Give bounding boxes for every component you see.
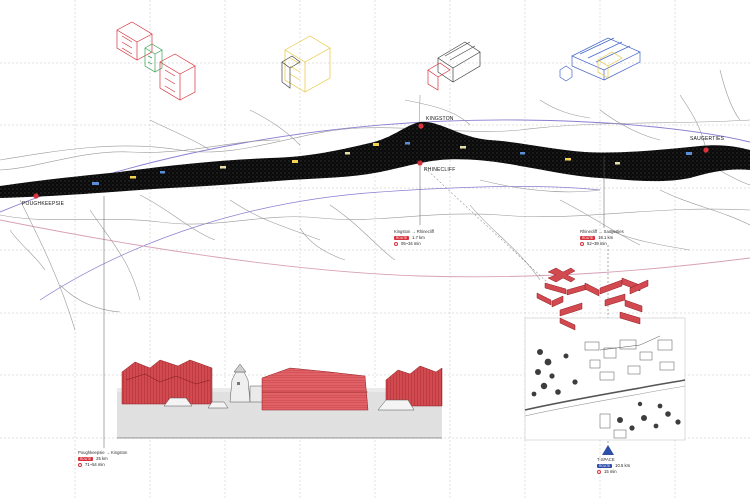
route-badge: ROUTE	[597, 464, 613, 468]
label-kingston: KINGSTON	[426, 116, 454, 122]
tspace-info: T-SPACE ROUTE 10.5 km 15 min	[597, 457, 630, 475]
pink-route-line	[0, 219, 750, 278]
marker-saugerties	[703, 147, 709, 153]
section-elevation	[117, 359, 443, 439]
purple-lower-arc	[39, 186, 601, 301]
triangle-marker-icon	[602, 445, 614, 455]
tspace-label: T-SPACE	[597, 457, 615, 462]
leg-time: 52~39 min	[587, 241, 607, 246]
leg-distance: 18.1 km	[598, 235, 614, 240]
leg-route: Poughkeepsie → Kingston	[78, 450, 128, 455]
marker-rhinecliff	[417, 160, 423, 166]
leg-info-kingston-rhinecliff: Kingston → Rhinecliff ROUTE 1.7 km 05~34…	[394, 229, 434, 247]
label-rhinecliff: RHINECLIFF	[424, 167, 455, 173]
leg-distance: 1.7 km	[412, 235, 425, 240]
isometric-building-red-small	[427, 62, 451, 91]
leg-time: 71~54 min	[85, 462, 105, 467]
aerial-site-plan	[524, 317, 686, 441]
hexagon-icon	[559, 65, 573, 82]
leg-route: Kingston → Rhinecliff	[394, 229, 434, 234]
isometric-building-yellow	[284, 35, 331, 93]
isometric-building-blue	[571, 37, 641, 81]
marker-poughkeepsie	[33, 193, 39, 199]
isometric-building-red	[116, 21, 196, 101]
clock-icon	[78, 463, 82, 467]
leg-info-poughkeepsie-kingston: Poughkeepsie → Kingston ROUTE 25 km 71~5…	[78, 450, 127, 468]
isometric-building-dark	[281, 41, 481, 89]
marker-kingston	[418, 123, 424, 129]
road-network	[0, 69, 750, 331]
tspace-distance: 10.5 km	[615, 463, 631, 468]
isometric-building-yellow-small	[597, 51, 623, 79]
route-badge: ROUTE	[394, 236, 410, 240]
hudson-river	[0, 121, 750, 198]
leg-info-rhinecliff-saugerties: Rhinecliff → Saugerties ROUTE 18.1 km 52…	[580, 229, 624, 247]
route-badge: ROUTE	[580, 236, 596, 240]
route-badge: ROUTE	[78, 457, 94, 461]
clock-icon	[580, 242, 584, 246]
clock-icon	[597, 470, 601, 474]
purple-route-line	[0, 119, 750, 213]
label-saugerties: SAUGERTIES	[690, 136, 725, 142]
clock-icon	[394, 242, 398, 246]
leg-distance: 25 km	[96, 456, 108, 461]
leg-route: Rhinecliff → Saugerties	[580, 229, 624, 234]
tspace-time: 15 min	[604, 469, 617, 474]
river-boats	[92, 142, 692, 185]
leg-time: 05~34 min	[401, 241, 421, 246]
label-poughkeepsie: POUGHKEEPSIE	[22, 201, 65, 207]
location-markers	[33, 123, 709, 199]
isometric-building-green	[144, 43, 163, 73]
red-modular-units	[536, 267, 649, 331]
